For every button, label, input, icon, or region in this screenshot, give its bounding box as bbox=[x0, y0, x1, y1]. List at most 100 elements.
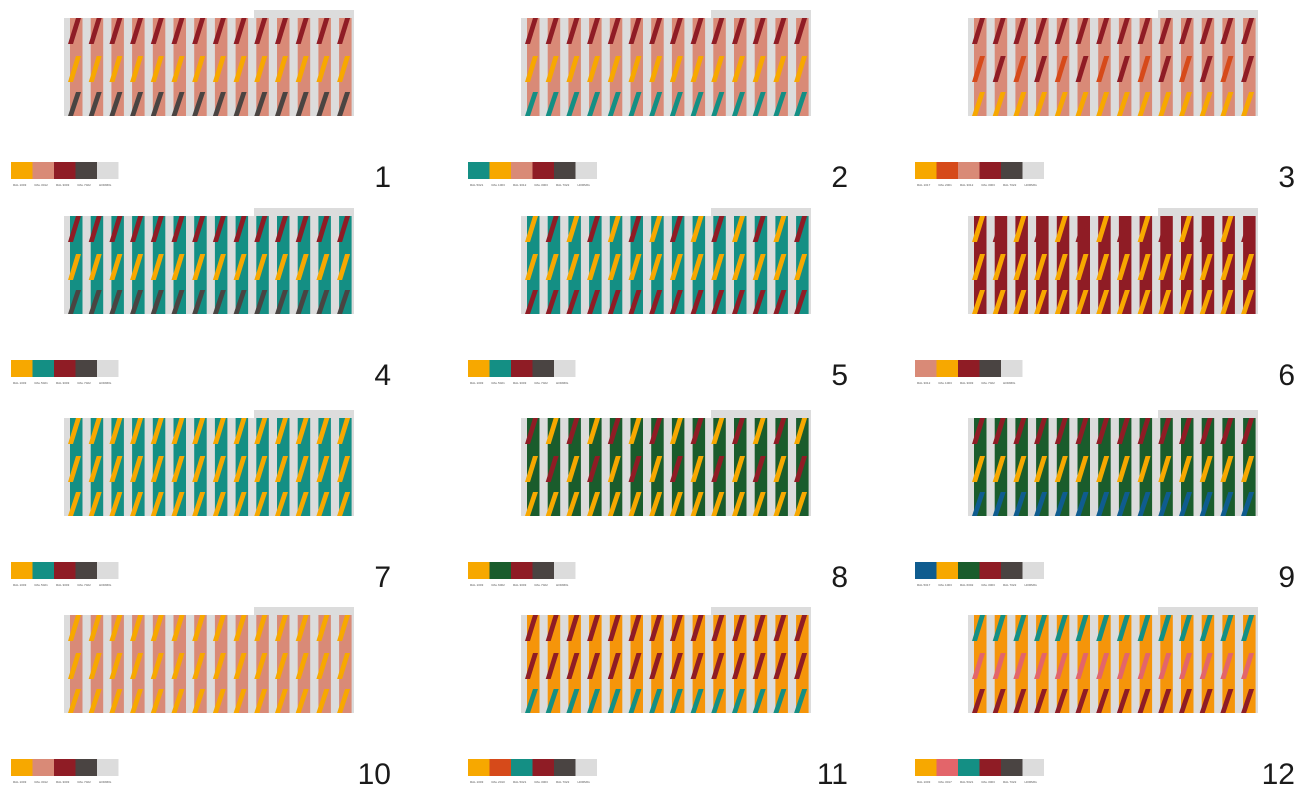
accent-band bbox=[1137, 18, 1151, 44]
accent-band bbox=[1096, 456, 1110, 482]
accent-band bbox=[1116, 418, 1130, 444]
color-swatch bbox=[979, 759, 1001, 776]
accent-band bbox=[1179, 216, 1192, 242]
accent-band bbox=[752, 56, 766, 82]
accent-band bbox=[711, 492, 725, 516]
accent-band bbox=[1220, 492, 1234, 516]
color-swatch bbox=[75, 162, 97, 179]
accent-band bbox=[690, 18, 704, 44]
color-swatch bbox=[958, 360, 980, 377]
swatch-label: RAL 3012 bbox=[513, 183, 527, 187]
accent-band bbox=[669, 653, 683, 679]
accent-band bbox=[1034, 18, 1048, 44]
accent-band bbox=[525, 615, 538, 641]
swatch-label: RAL 5021 bbox=[513, 780, 527, 784]
color-swatch bbox=[54, 759, 76, 776]
accent-band bbox=[992, 254, 1006, 280]
accent-band bbox=[275, 492, 288, 516]
swatch-label: HORMIG bbox=[99, 583, 112, 587]
accent-band bbox=[171, 290, 185, 314]
color-swatch bbox=[575, 162, 597, 179]
swatch-label: RAL 3012 bbox=[960, 183, 974, 187]
accent-band bbox=[88, 254, 102, 280]
color-swatch bbox=[936, 759, 958, 776]
accent-band bbox=[972, 492, 985, 516]
accent-band bbox=[130, 56, 144, 82]
accent-band bbox=[525, 456, 538, 482]
accent-band bbox=[1096, 653, 1110, 679]
accent-band bbox=[587, 254, 601, 280]
accent-band bbox=[109, 290, 123, 314]
accent-band bbox=[88, 18, 102, 44]
accent-band bbox=[1013, 216, 1027, 242]
accent-band bbox=[752, 653, 766, 679]
color-swatch bbox=[958, 562, 980, 579]
accent-band bbox=[1013, 418, 1027, 444]
accent-band bbox=[711, 653, 725, 679]
variant-number: 1 bbox=[374, 161, 391, 194]
accent-band bbox=[1137, 418, 1151, 444]
accent-band bbox=[88, 456, 102, 482]
accent-band bbox=[68, 18, 81, 44]
accent-band bbox=[130, 254, 144, 280]
accent-band bbox=[275, 456, 288, 482]
accent-band bbox=[192, 216, 206, 242]
accent-band bbox=[109, 492, 123, 516]
accent-band bbox=[773, 56, 787, 82]
color-swatch bbox=[511, 162, 533, 179]
accent-band bbox=[628, 92, 642, 116]
accent-band bbox=[525, 492, 538, 516]
accent-band bbox=[1137, 92, 1151, 116]
accent-band bbox=[752, 18, 766, 44]
accent-band bbox=[752, 290, 766, 314]
accent-band bbox=[972, 653, 985, 679]
accent-band bbox=[150, 18, 164, 44]
accent-band bbox=[1199, 254, 1213, 280]
accent-band bbox=[68, 615, 81, 641]
accent-band bbox=[68, 216, 81, 242]
accent-band bbox=[1241, 653, 1255, 679]
accent-band bbox=[690, 456, 704, 482]
color-swatch bbox=[32, 162, 54, 179]
accent-band bbox=[171, 18, 185, 44]
accent-band bbox=[212, 456, 226, 482]
accent-band bbox=[254, 418, 268, 444]
accent-band bbox=[109, 418, 123, 444]
accent-band bbox=[992, 653, 1006, 679]
swatch-label: RAL 3003 bbox=[982, 583, 996, 587]
color-swatch bbox=[97, 562, 119, 579]
swatch-label: RAL 7022 bbox=[1003, 583, 1017, 587]
accent-band bbox=[669, 689, 683, 713]
accent-band bbox=[794, 254, 808, 280]
swatch-label: HORMIG bbox=[1025, 183, 1038, 187]
accent-band bbox=[566, 216, 580, 242]
swatch-label: RAL 6002 bbox=[492, 583, 506, 587]
accent-band bbox=[1220, 92, 1234, 116]
accent-band bbox=[1137, 290, 1151, 314]
accent-band bbox=[109, 615, 123, 641]
accent-band bbox=[295, 56, 309, 82]
pattern-background bbox=[968, 615, 1258, 713]
accent-band bbox=[192, 290, 206, 314]
accent-band bbox=[1013, 18, 1027, 44]
color-swatch bbox=[532, 759, 554, 776]
accent-band bbox=[669, 615, 683, 641]
accent-band bbox=[1137, 615, 1151, 641]
swatch-label: RAL 3003 bbox=[982, 780, 996, 784]
accent-band bbox=[732, 92, 745, 116]
color-swatch bbox=[554, 360, 576, 377]
color-swatch bbox=[97, 360, 119, 377]
color-swatch bbox=[489, 562, 511, 579]
accent-band bbox=[794, 456, 808, 482]
swatch-label: RAL 1003 bbox=[13, 583, 27, 587]
accent-band bbox=[1137, 254, 1151, 280]
variant-number: 10 bbox=[358, 758, 391, 791]
accent-band bbox=[150, 492, 164, 516]
accent-band bbox=[1116, 615, 1130, 641]
accent-band bbox=[545, 418, 559, 444]
accent-band bbox=[732, 254, 745, 280]
accent-band bbox=[566, 254, 580, 280]
